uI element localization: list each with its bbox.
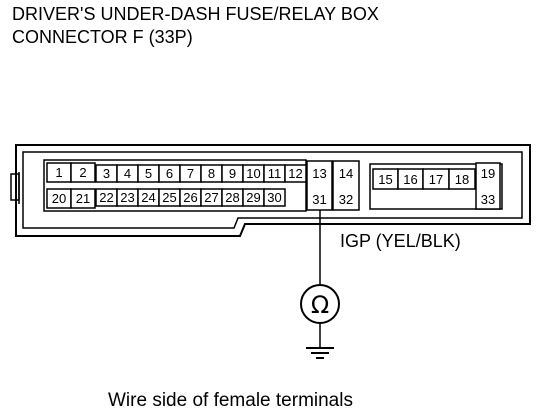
svg-text:25: 25 [162,190,176,205]
svg-text:18: 18 [455,172,469,187]
pin-12: 12 [284,164,307,183]
pin-27: 27 [200,188,223,207]
pin-28: 28 [221,188,244,207]
svg-text:10: 10 [246,166,260,181]
pin-18: 18 [448,168,476,190]
diagram-title-line2: CONNECTOR F (33P) [12,27,193,47]
diagram-title-line1: DRIVER'S UNDER-DASH FUSE/RELAY BOX [12,4,379,24]
pin-3: 3 [95,164,118,183]
svg-text:6: 6 [166,166,173,181]
svg-text:24: 24 [141,190,155,205]
svg-text:12: 12 [288,166,302,181]
pin-31: 31 [312,192,326,207]
svg-text:2: 2 [79,165,86,180]
svg-text:21: 21 [76,191,90,206]
pin-22: 22 [95,188,118,207]
svg-text:32: 32 [339,192,353,207]
pin-20: 20 [46,188,72,209]
pin-29: 29 [242,188,265,207]
svg-text:33: 33 [481,192,495,207]
pin-17: 17 [422,168,450,190]
pin-15: 15 [372,168,399,190]
svg-text:15: 15 [378,172,392,187]
svg-text:22: 22 [99,190,113,205]
pin-14-32-cavity [332,160,360,211]
pin-13: 13 [312,166,326,181]
pin-19: 19 [481,166,495,181]
ground-icon [306,347,334,359]
svg-text:23: 23 [120,190,134,205]
svg-text:20: 20 [52,191,66,206]
svg-text:14: 14 [339,166,353,181]
pin-6: 6 [158,164,181,183]
svg-text:27: 27 [204,190,218,205]
pin-5: 5 [137,164,160,183]
svg-text:4: 4 [124,166,131,181]
svg-text:1: 1 [55,165,62,180]
pin-8: 8 [200,164,223,183]
svg-text:11: 11 [268,166,282,181]
ohmmeter-icon: Ω [300,284,340,324]
pin-19-33-cavity [475,162,501,210]
pin-2: 2 [70,162,96,183]
pin-23: 23 [116,188,139,207]
connector-inner-outline [22,151,523,229]
svg-text:29: 29 [246,190,260,205]
pin-24: 24 [137,188,160,207]
wire-label: IGP (YEL/BLK) [340,231,461,251]
svg-text:8: 8 [208,166,215,181]
pin-14: 14 [339,166,353,181]
connector-housing [15,144,531,237]
svg-text:Ω: Ω [311,291,329,319]
svg-text:26: 26 [183,190,197,205]
pin-1: 1 [46,162,72,183]
svg-text:3: 3 [103,166,110,181]
pin-16: 16 [397,168,424,190]
svg-text:13: 13 [312,166,326,181]
pin-33: 33 [481,192,495,207]
pin-25: 25 [158,188,181,207]
pin-10: 10 [242,164,265,183]
svg-text:5: 5 [145,166,152,181]
svg-text:30: 30 [267,190,281,205]
pin-7: 7 [179,164,202,183]
diagram-caption: Wire side of female terminals [108,390,353,411]
pin-block-left [43,159,307,212]
svg-text:31: 31 [312,192,326,207]
svg-text:9: 9 [229,166,236,181]
pin-block-right [369,163,503,210]
pin-21: 21 [70,188,96,209]
svg-text:7: 7 [187,166,194,181]
svg-text:16: 16 [403,172,417,187]
svg-text:19: 19 [481,166,495,181]
pin-11: 11 [263,164,286,183]
pin-4: 4 [116,164,139,183]
pin-26: 26 [179,188,202,207]
svg-text:17: 17 [429,172,443,187]
pin-9: 9 [221,164,244,183]
pin-32: 32 [339,192,353,207]
svg-text:28: 28 [225,190,239,205]
pin-30: 30 [263,188,286,207]
